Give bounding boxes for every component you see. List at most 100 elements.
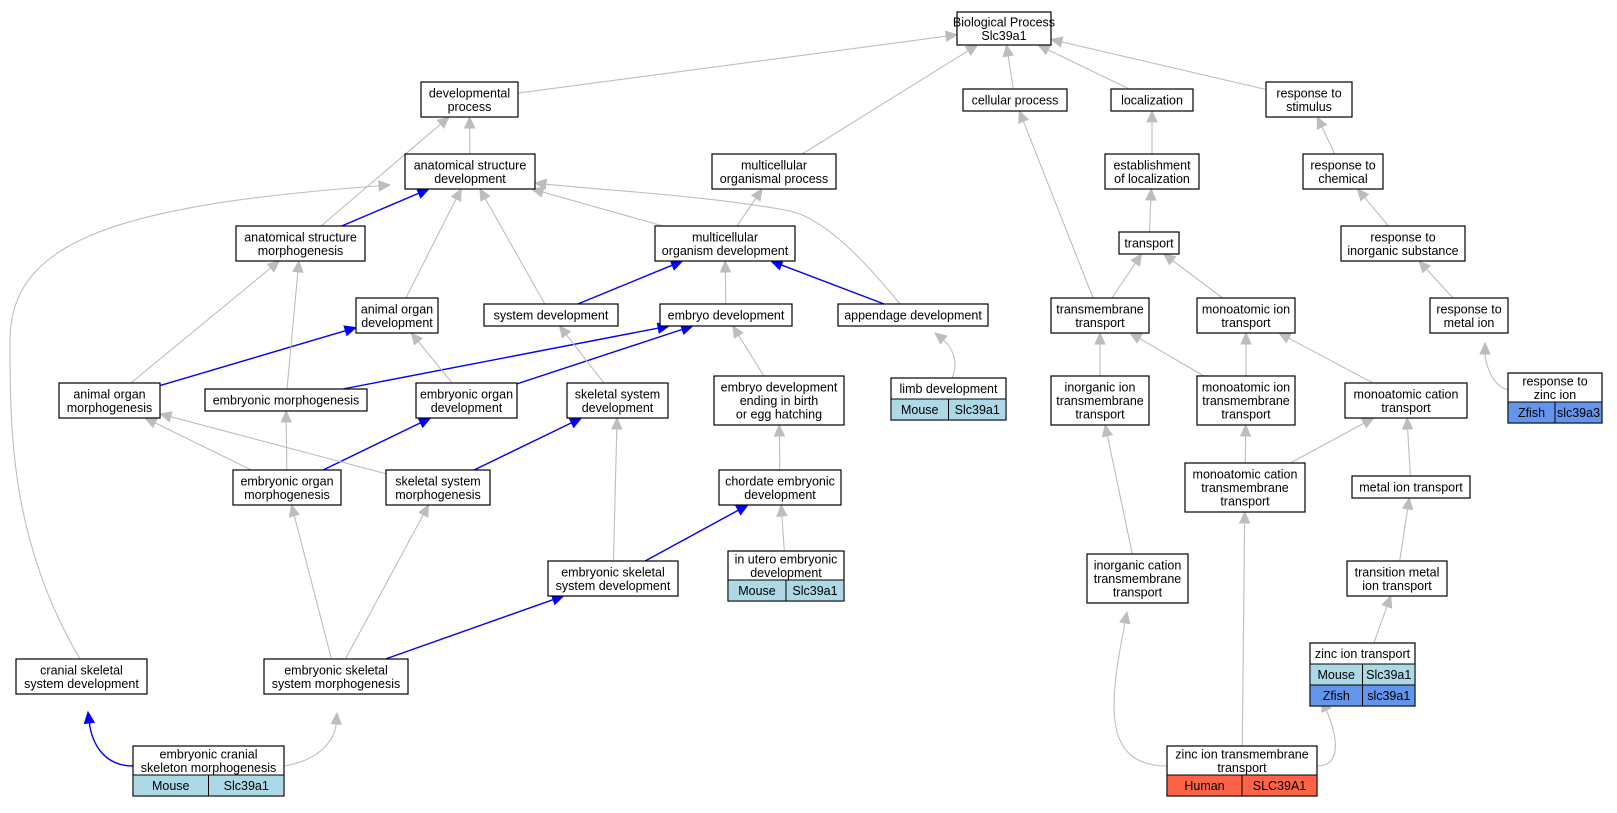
- node-label: transport: [1217, 761, 1267, 775]
- node-label: ion transport: [1362, 579, 1432, 593]
- node-label: monoatomic ion: [1202, 381, 1290, 395]
- node-label: stimulus: [1286, 100, 1332, 114]
- edge-respinorg-to-respchem: [1356, 188, 1389, 227]
- node-local[interactable]: localization: [1110, 88, 1194, 112]
- node-label: embryonic skeletal: [284, 663, 388, 677]
- edge-arrowhead: [934, 332, 948, 345]
- node-label: system development: [24, 677, 139, 691]
- edge-arrowhead: [776, 503, 788, 517]
- node-label: animal organ: [361, 302, 433, 316]
- edge-line: [781, 514, 785, 552]
- edge-line: [1484, 352, 1509, 391]
- node-cellproc[interactable]: cellular process: [962, 88, 1068, 112]
- edge-line: [1046, 48, 1130, 90]
- node-box: [1196, 297, 1296, 334]
- node-box: [1184, 462, 1306, 513]
- gene-label: Slc39a1: [792, 584, 837, 598]
- node-label: morphogenesis: [395, 488, 480, 502]
- edge-arrowhead: [1145, 187, 1157, 201]
- edge-line: [169, 415, 387, 475]
- node-label: Biological Process: [953, 15, 1055, 29]
- edge-line: [342, 327, 660, 390]
- edge-embskelmorph-to-embskeldev: [385, 594, 565, 660]
- edge-respstim-to-bp: [1049, 36, 1267, 91]
- edge-line: [1316, 708, 1336, 767]
- species-label: Mouse: [1317, 668, 1355, 682]
- node-label: response to: [1370, 230, 1435, 244]
- node-label: localization: [1121, 94, 1183, 108]
- node-sysdev[interactable]: system development: [483, 303, 619, 327]
- node-label: embryonic morphogenesis: [213, 394, 360, 408]
- node-label: transport: [1113, 586, 1163, 600]
- gene-label: slc39a1: [1367, 689, 1410, 703]
- edge-line: [1113, 621, 1168, 767]
- edge-multiproc-to-bp: [801, 44, 979, 155]
- edge-maitrans-to-transport: [1162, 253, 1223, 299]
- edge-aomorph-to-aodev: [159, 325, 358, 387]
- edge-embbirth-to-embdev: [732, 324, 765, 377]
- node-appdev[interactable]: appendage development: [837, 303, 989, 327]
- node-embdev[interactable]: embryo development: [659, 303, 793, 327]
- gene-label: Slc39a1: [1366, 668, 1411, 682]
- edge-arrowhead: [1418, 260, 1432, 274]
- node-transport[interactable]: transport: [1118, 231, 1180, 255]
- edge-multidev-to-multiproc: [736, 188, 763, 227]
- edge-line: [577, 264, 674, 305]
- edge-cranskel-to-asdev: [9, 180, 392, 660]
- node-embmorph[interactable]: embryonic morphogenesis: [204, 388, 368, 412]
- node-label: transport: [1075, 316, 1125, 330]
- node-box: [711, 153, 837, 190]
- gene-cell: [948, 398, 1007, 421]
- edge-line: [736, 196, 757, 227]
- edge-line: [1399, 507, 1409, 562]
- node-box: [58, 382, 161, 419]
- edge-arrowhead: [1002, 43, 1014, 58]
- edge-inorgcat-to-inorgtm: [1101, 423, 1133, 555]
- node-metaltrans[interactable]: metal ion transport: [1351, 475, 1471, 499]
- node-box: [420, 81, 519, 118]
- node-label: skeletal system: [395, 474, 480, 488]
- node-label: appendage development: [844, 309, 982, 323]
- edge-line: [1241, 521, 1246, 747]
- node-label: or egg hatching: [736, 408, 822, 422]
- node-label: process: [448, 100, 492, 114]
- edge-arrowhead: [1381, 594, 1393, 609]
- node-label: monoatomic ion: [1202, 302, 1290, 316]
